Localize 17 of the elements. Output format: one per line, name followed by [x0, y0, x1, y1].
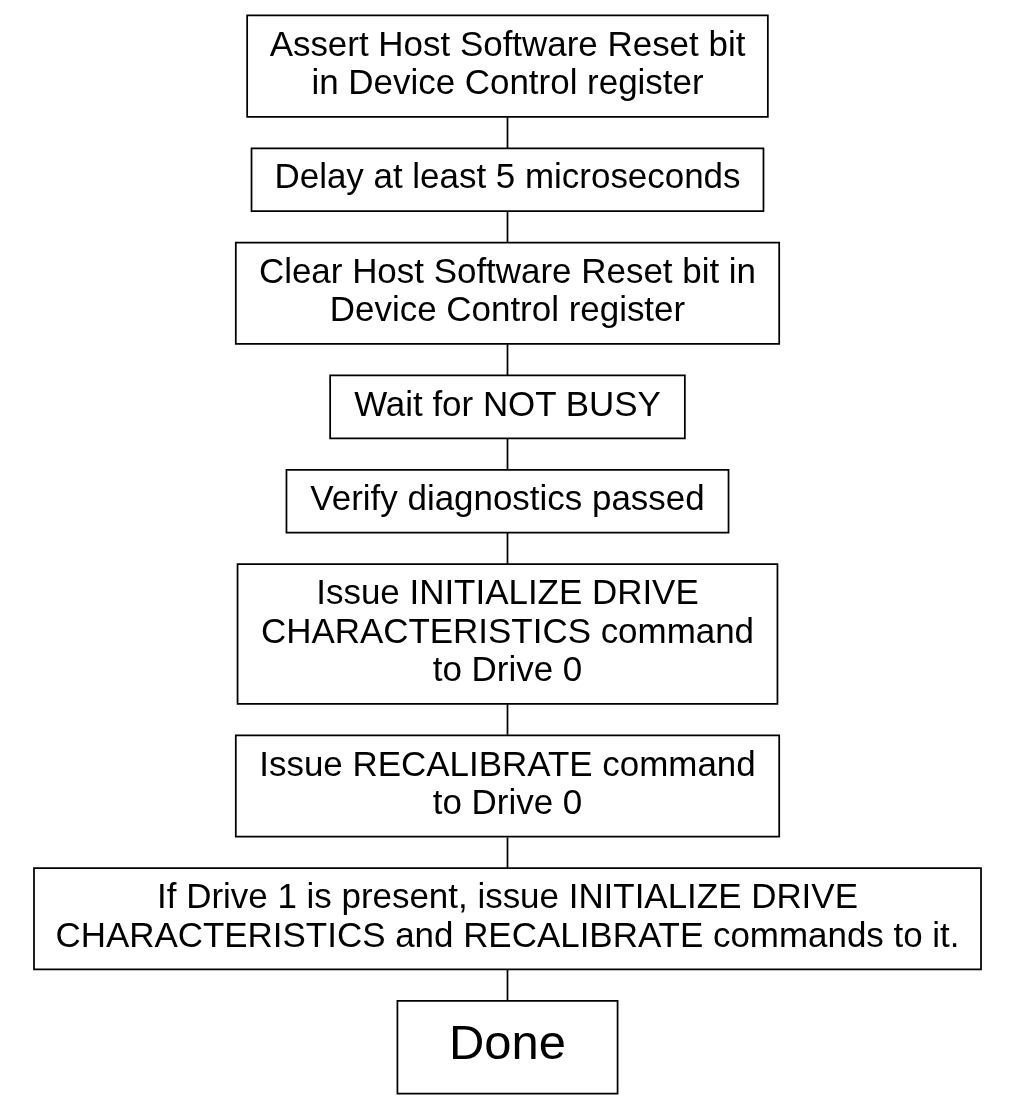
node-box: Clear Host Software Reset bit in Device Control register: [234, 241, 780, 345]
node-box: Assert Host Software Reset bit in Device Control register: [245, 14, 769, 118]
node-box: Verify diagnostics passed: [285, 468, 729, 534]
connector: [506, 532, 508, 565]
node-box: Done: [396, 1000, 618, 1095]
node-box: Issue INITIALIZE DRIVE CHARACTERISTICS command to Drive 0: [236, 563, 778, 705]
connector: [506, 836, 508, 869]
connector: [506, 437, 508, 471]
node-box: Delay at least 5 microseconds: [250, 147, 764, 213]
connector: [506, 210, 508, 243]
connector: [506, 969, 508, 1002]
connector: [506, 116, 508, 149]
node-box: Wait for NOT BUSY: [328, 374, 686, 440]
connector: [506, 703, 508, 736]
node-box: If Drive 1 is present, issue INITIALIZE DRIVE CHARACTERISTICS and RECALIBRATE commands to it.: [32, 867, 982, 971]
connector: [506, 343, 508, 377]
node-box: Issue RECALIBRATE command to Drive 0: [234, 734, 780, 838]
